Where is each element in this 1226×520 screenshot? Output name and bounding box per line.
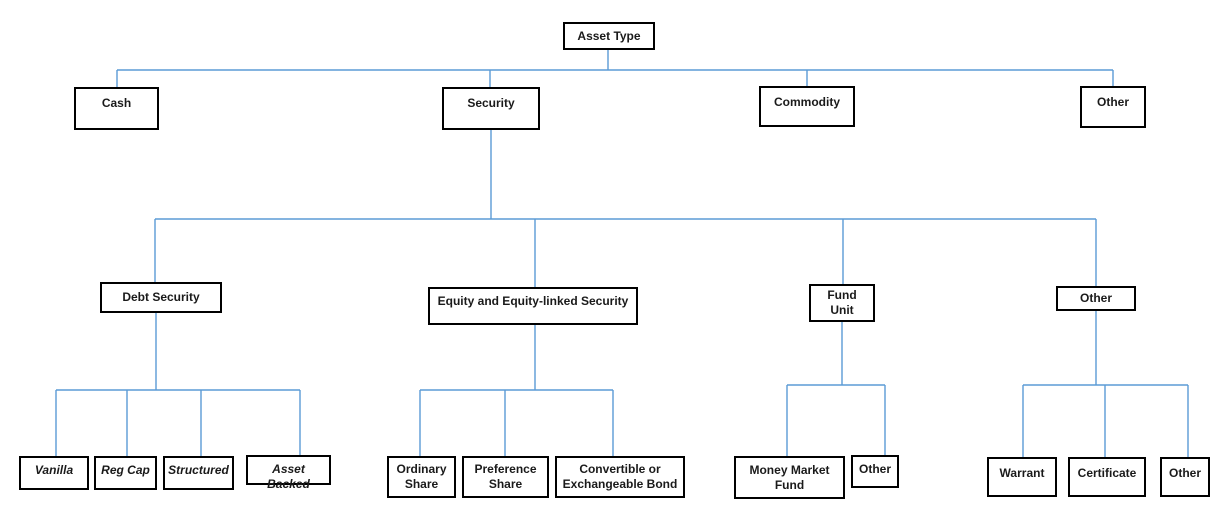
connector-equity-to-children [419,325,614,456]
node-money-market-fund: Money Market Fund [734,456,845,499]
connector-other-to-children [1022,311,1189,457]
node-asset-backed: Asset Backed [246,455,331,491]
node-debt-security: Debt Security [100,282,222,313]
node-commodity: Commodity [759,86,855,127]
node-preference-share: Preference Share [462,456,549,498]
node-vanilla: Vanilla [19,456,89,490]
connector-asset-type-to-level2 [116,50,1114,87]
connector-fund-unit-to-children [786,322,886,456]
node-equity-security: Equity and Equity-linked Security [428,287,638,325]
connector-security-to-level3 [154,130,1097,287]
node-fund-unit: Fund Unit [809,284,875,322]
node-other-fund: Other [851,455,899,488]
node-cash: Cash [74,87,159,130]
node-asset-type: Asset Type [563,22,655,50]
node-certificate: Certificate [1068,457,1146,497]
node-security: Security [442,87,540,130]
node-structured: Structured [163,456,234,490]
node-ordinary-share: Ordinary Share [387,456,456,498]
node-other-other: Other [1160,457,1210,497]
node-warrant: Warrant [987,457,1057,497]
node-other-asset: Other [1080,86,1146,128]
node-reg-cap: Reg Cap [94,456,157,490]
node-other-security: Other [1056,286,1136,311]
node-convertible-bond: Convertible or Exchangeable Bond [555,456,685,498]
connector-debt-security-to-children [55,313,301,456]
